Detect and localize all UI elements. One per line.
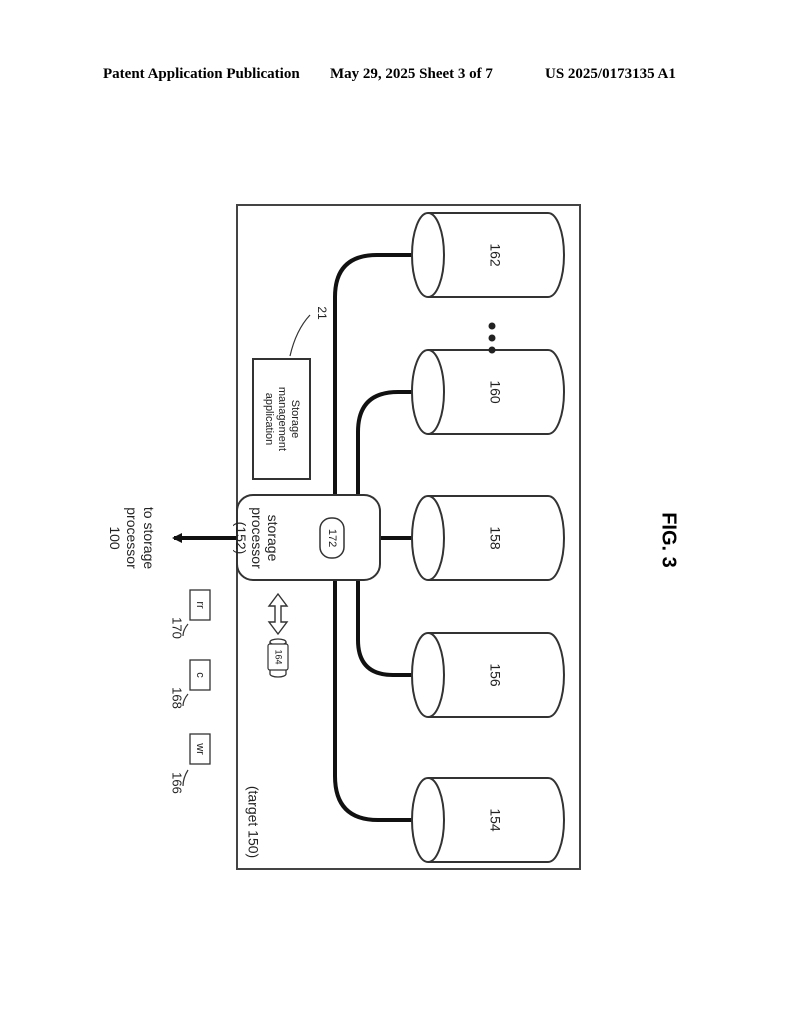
- legend-text-wr: wr: [194, 742, 206, 755]
- legend-ref-c: 168: [170, 687, 185, 709]
- drive-body: [428, 632, 565, 718]
- legend-item-wr: wr 166: [170, 733, 211, 794]
- legend-ref-wr: 166: [170, 772, 185, 794]
- drive-label: 162: [487, 243, 503, 267]
- drive-top: [411, 632, 445, 718]
- connector-156: [356, 580, 430, 680]
- drive-label: 160: [487, 380, 503, 404]
- storage-app-line-2: management: [276, 387, 288, 451]
- app-ref: 21: [315, 306, 329, 320]
- connector-160: [356, 387, 430, 495]
- ellipsis-dots: [488, 322, 496, 354]
- storage-processor-box: [236, 494, 381, 581]
- legend-item-c: c 168: [170, 659, 211, 709]
- storage-processor-line-2: processor: [249, 507, 265, 569]
- cache-label: 164: [274, 649, 284, 664]
- drive-label: 156: [487, 663, 503, 687]
- connector-154: [333, 580, 430, 825]
- storage-app-box: [252, 358, 311, 480]
- storage-processor-line-1: storage: [265, 515, 281, 562]
- drive-body: [428, 777, 565, 863]
- external-label: to storage processor 100: [107, 507, 157, 569]
- figure-caption: FIG. 3: [658, 512, 680, 568]
- legend-text-rr: rr: [194, 601, 206, 609]
- legend-text-c: c: [194, 672, 206, 678]
- page-header: Patent Application Publication May 29, 2…: [0, 66, 794, 88]
- processor-badge: 172: [326, 529, 338, 547]
- external-label-line-1: to storage: [141, 507, 157, 569]
- external-label-line-3: 100: [107, 526, 123, 550]
- processor-badge-box: [319, 517, 345, 559]
- drive-156: 156: [411, 632, 565, 718]
- drive-154: 154: [411, 777, 565, 863]
- storage-app-line-3: application: [263, 393, 275, 446]
- drive-label: 158: [487, 526, 503, 550]
- drive-162: 162: [411, 212, 565, 298]
- drive-158: 158: [411, 495, 565, 581]
- drive-top: [411, 212, 445, 298]
- storage-processor-text: storage processor (152): [233, 507, 281, 569]
- drive-top: [411, 777, 445, 863]
- drive-body: [428, 495, 565, 581]
- legend-item-rr: rr 170: [170, 589, 211, 639]
- drive-label: 154: [487, 808, 503, 832]
- target-label: (target 150): [245, 786, 261, 858]
- drive-body: [428, 212, 565, 298]
- app-ref-leader: [289, 314, 311, 357]
- drive-cylinders: 154 156 158 160 162: [411, 212, 565, 863]
- drive-body: [428, 349, 565, 435]
- publication-date-sheet: May 29, 2025 Sheet 3 of 7: [330, 66, 493, 82]
- storage-app-line-1: Storage: [289, 400, 301, 439]
- publication-number: US 2025/0173135 A1: [545, 66, 676, 82]
- storage-processor-line-3: (152): [233, 522, 249, 555]
- connectors: [172, 250, 430, 825]
- double-arrow: [267, 592, 289, 636]
- storage-app-text: Storage management application: [263, 387, 301, 451]
- cache-cylinder: [267, 638, 289, 678]
- connector-162: [333, 250, 430, 495]
- drive-top: [411, 495, 445, 581]
- drive-top: [411, 349, 445, 435]
- drive-160: 160: [411, 349, 565, 435]
- publication-title: Patent Application Publication: [103, 66, 300, 82]
- external-label-line-2: processor: [124, 507, 140, 569]
- legend-ref-rr: 170: [170, 617, 185, 639]
